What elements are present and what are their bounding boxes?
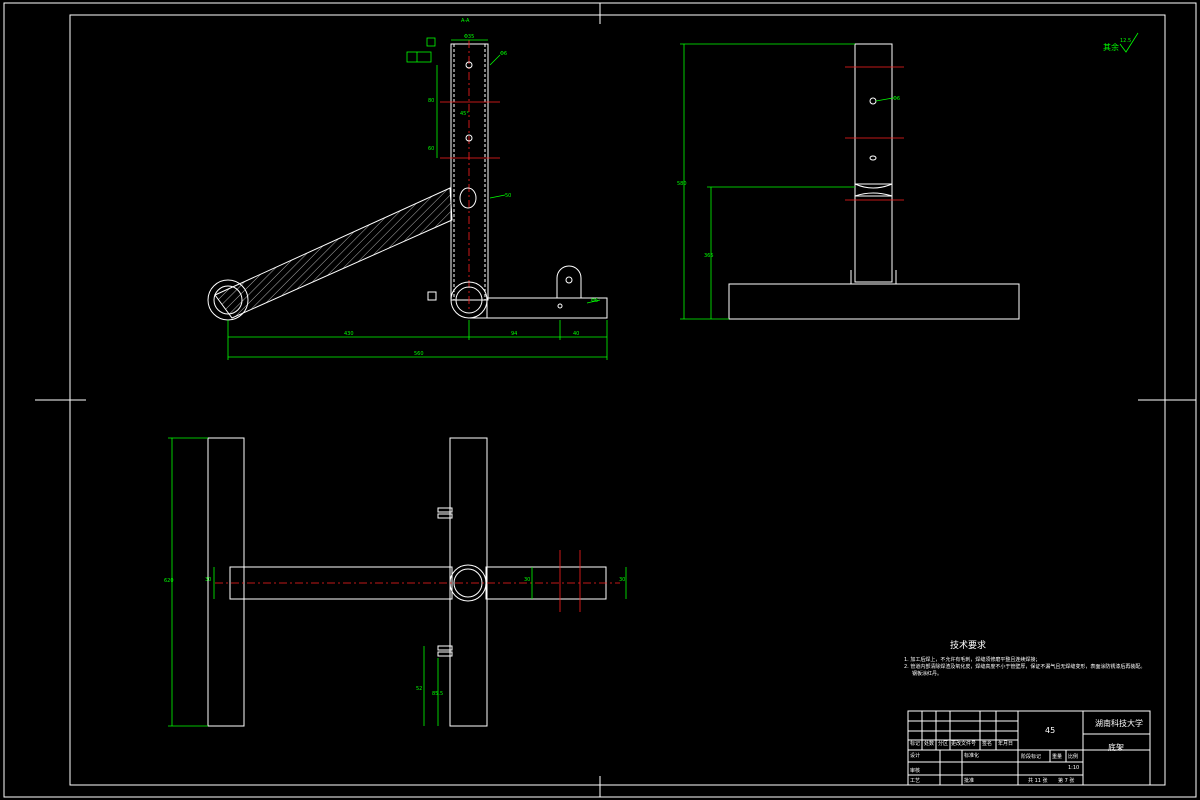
tech-line-3: 钢板涂红丹。 <box>912 670 942 677</box>
tb-material: 45 <box>1045 726 1055 735</box>
dim-total-span: 560 <box>414 351 424 357</box>
plan-bolts <box>437 507 453 657</box>
front-view: A-A <box>207 18 608 360</box>
plan-view: 620 30 30 30 52 85.5 <box>164 437 627 727</box>
title-block: 标记 处数 分区 更改文件号 签名 年月日 设计 标准化 审核 工艺 批准 阶段… <box>907 710 1151 786</box>
dim-base-pin: Φ6 <box>591 298 598 304</box>
dim-upper-gap: 80 <box>428 98 434 104</box>
tb-weight: 重量 <box>1052 753 1062 760</box>
dim-right-span: 94 <box>511 331 517 337</box>
tb-part-name: 底架 <box>1108 742 1124 752</box>
dim-short-span: 40 <box>573 331 579 337</box>
tb-col6: 年月日 <box>998 740 1013 747</box>
view-label: A-A <box>461 18 470 24</box>
tb-sheet-total: 共 11 张 <box>1028 777 1048 784</box>
front-dimensions: Φ35 80 60 Φ6 45° 50 Φ6 430 94 40 560 <box>227 34 608 360</box>
tb-approve: 批准 <box>964 777 974 784</box>
tb-stage: 阶段标记 <box>1021 753 1041 760</box>
dim-plan-low-b: 85.5 <box>432 691 443 697</box>
dim-angle: 45° <box>460 111 469 117</box>
gdt-frames <box>406 37 436 63</box>
dim-plan-height: 620 <box>164 578 174 584</box>
dim-plan-right-b: 30 <box>619 577 625 583</box>
dim-plan-right-a: 30 <box>524 577 530 583</box>
tb-col2: 处数 <box>924 740 934 747</box>
tb-col3: 分区 <box>938 740 948 747</box>
roughness-note: 其余 <box>1103 42 1119 52</box>
tech-title: 技术要求 <box>950 639 986 651</box>
sheet-frame <box>3 2 1197 798</box>
dim-hole-top: Φ6 <box>500 51 507 57</box>
tb-std: 标准化 <box>964 752 979 759</box>
side-dimensions: 580 365 Φ6 <box>677 43 900 320</box>
dim-lower-gap: 50 <box>505 193 511 199</box>
tb-col4: 更改文件号 <box>951 740 976 747</box>
tb-sheet-no: 第 7 张 <box>1058 777 1074 784</box>
dim-left-span: 430 <box>344 331 354 337</box>
tb-col1: 标记 <box>910 740 920 747</box>
tech-line-2: 2. 管道内部清除焊渣及氧化皮，焊缝高度不小于管壁厚，保证不漏气且无焊缝变形，表… <box>904 663 1145 670</box>
side-view: 580 365 Φ6 <box>677 43 1020 320</box>
tb-review: 审核 <box>910 767 920 774</box>
hatched-brace <box>214 187 453 319</box>
tech-line-1: 1. 加工后焊上，不允许有毛刺，焊缝须修磨平整且连续焊接； <box>904 656 1040 663</box>
tb-process: 工艺 <box>910 778 920 784</box>
tb-scale: 1:10 <box>1068 765 1079 771</box>
tb-col5: 签名 <box>982 740 992 747</box>
dim-side-total: 580 <box>677 181 687 187</box>
plan-dimensions: 620 30 30 30 52 85.5 <box>164 437 627 727</box>
tb-university: 湖南科技大学 <box>1095 718 1143 728</box>
dim-mid-gap: 60 <box>428 146 434 152</box>
technical-requirements: 技术要求 1. 加工后焊上，不允许有毛刺，焊缝须修磨平整且连续焊接； 2. 管道… <box>904 639 1145 677</box>
dim-plan-small: 30 <box>205 577 211 583</box>
tube-holes <box>440 61 500 209</box>
roughness-value: 12.5 <box>1120 38 1131 44</box>
dim-side-lower: 365 <box>704 253 714 259</box>
dim-side-hole: Φ6 <box>893 96 900 102</box>
dim-plan-low-a: 52 <box>416 686 422 692</box>
tb-ratio: 比例 <box>1068 753 1078 760</box>
roughness-symbol: 其余 12.5 <box>1103 32 1139 53</box>
dim-top-width: Φ35 <box>464 34 474 40</box>
tb-design: 设计 <box>910 752 920 759</box>
